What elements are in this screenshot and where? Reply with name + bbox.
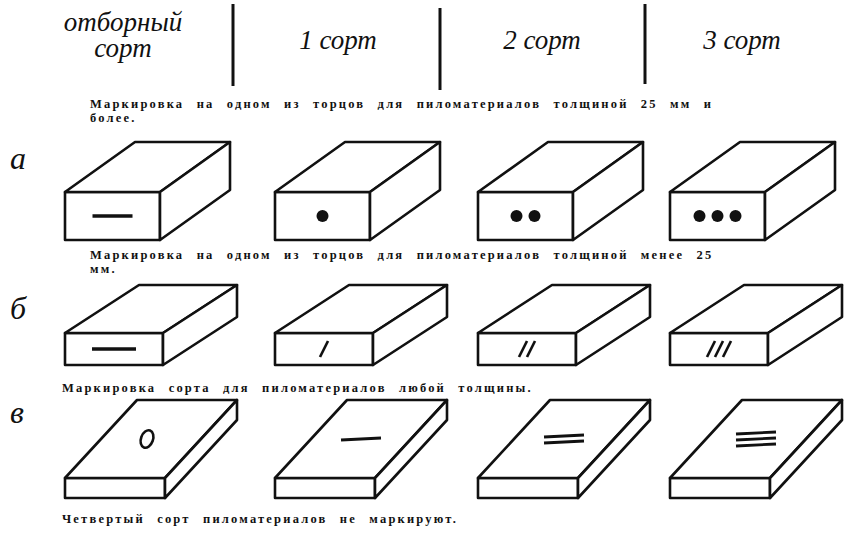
grade-mark xyxy=(736,432,776,446)
lumber-board xyxy=(478,285,650,365)
grade-mark xyxy=(317,210,329,222)
lumber-board xyxy=(670,285,842,365)
grade-mark xyxy=(341,438,381,440)
lumber-board xyxy=(478,142,643,240)
lumber-board xyxy=(65,285,237,365)
lumber-board xyxy=(275,400,447,498)
lumber-board xyxy=(670,400,842,498)
grade-heading: 1 сорт xyxy=(268,28,408,54)
grade-mark xyxy=(320,341,328,357)
lumber-board xyxy=(65,400,237,498)
column-divider xyxy=(644,4,647,84)
grade-heading: отборный сорт xyxy=(48,10,198,61)
lumber-board xyxy=(275,285,447,365)
caption-note: Четвертый сорт пиломатериалов не маркиру… xyxy=(62,512,802,526)
grade-heading: 2 сорт xyxy=(472,28,612,54)
grade-mark xyxy=(93,216,133,217)
caption-note: Маркировка на одном из торцов для пилома… xyxy=(90,248,750,276)
row-letter: а xyxy=(10,142,40,174)
lumber-board xyxy=(670,142,835,240)
column-divider xyxy=(439,8,442,90)
lumber-board xyxy=(275,142,440,240)
grade-mark xyxy=(694,210,742,222)
grade-heading: 3 сорт xyxy=(672,28,812,54)
grade-mark xyxy=(138,428,155,449)
lumber-board xyxy=(478,400,650,498)
row-letter: б xyxy=(10,292,40,324)
grade-mark xyxy=(511,210,541,222)
grade-mark xyxy=(92,349,136,350)
lumber-board xyxy=(65,142,230,240)
row-letter: в xyxy=(10,396,40,428)
grade-mark xyxy=(544,435,584,443)
caption-note: Маркировка на одном из торцов для пилома… xyxy=(90,97,750,125)
grade-mark xyxy=(519,341,535,357)
column-divider xyxy=(232,4,235,86)
caption-note: Маркировка сорта для пиломатериалов любо… xyxy=(62,381,802,395)
grade-mark xyxy=(707,341,731,357)
